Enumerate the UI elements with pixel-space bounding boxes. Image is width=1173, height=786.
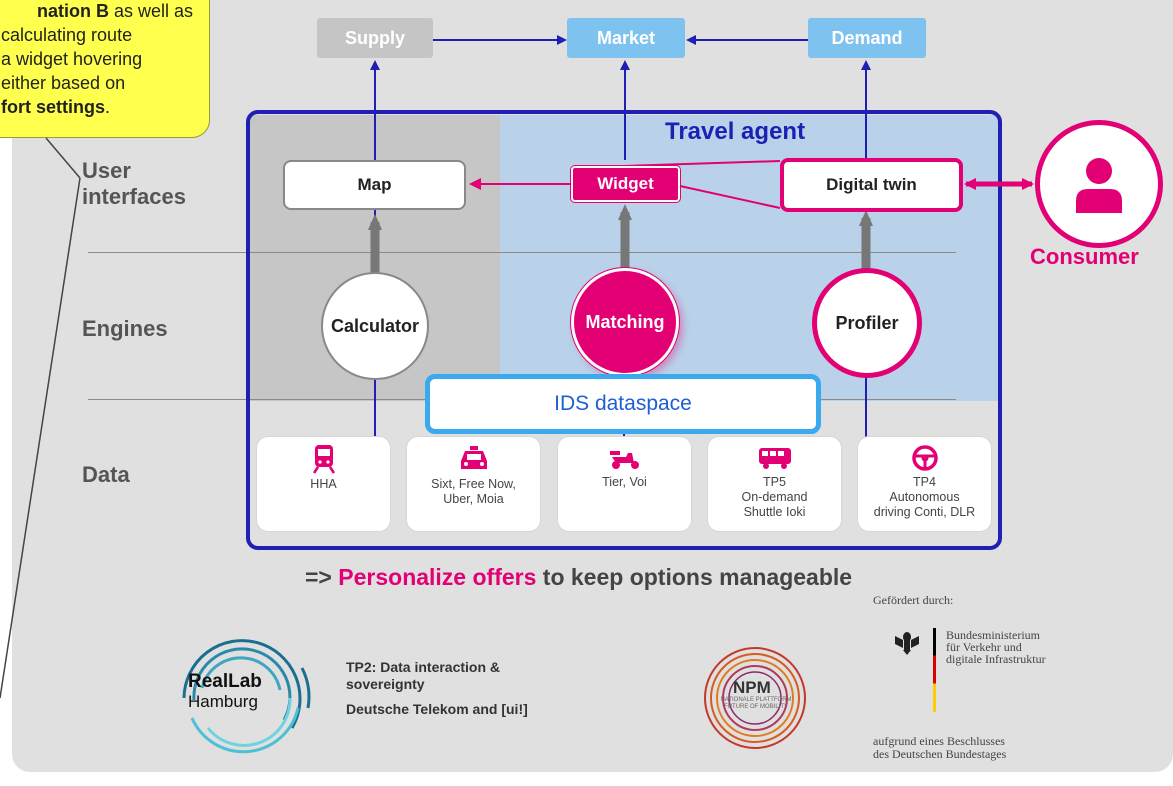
person-icon xyxy=(1076,158,1122,213)
reallab-hamburg-logo-rings xyxy=(182,639,311,754)
resolution-line-1: aufgrund eines Beschlusses xyxy=(873,734,1005,748)
data-card-label: Sixt, Free Now, xyxy=(431,477,516,491)
data-card-autonomous: TP4 Autonomous driving Conti, DLR xyxy=(857,436,992,532)
data-card-label: TP4 xyxy=(913,475,936,489)
data-card-label: Uber, Moia xyxy=(443,492,504,506)
scooter-icon xyxy=(609,451,639,469)
callout-text-1: as well as xyxy=(108,1,193,21)
steering-wheel-icon xyxy=(911,445,938,471)
row-label-user: User xyxy=(82,158,131,183)
market-label: Market xyxy=(596,27,656,48)
npm-subtitle: NATIONALE PLATTFORM FUTURE OF MOBILITY xyxy=(712,697,800,711)
tagline-arrow: => xyxy=(305,564,332,590)
tagline-rest: to keep options manageable xyxy=(536,564,853,590)
npm-sub-2: FUTURE OF MOBILITY xyxy=(723,704,788,710)
tp2-line-2: sovereignty xyxy=(346,676,425,692)
row-label-interfaces: interfaces xyxy=(82,184,186,209)
separator-ui-engines xyxy=(88,252,956,253)
demand-label: Demand xyxy=(831,27,903,48)
supply-box: Supply xyxy=(317,18,433,58)
federal-eagle-icon xyxy=(895,632,919,655)
reallab-logo-text: RealLab Hamburg xyxy=(188,672,262,712)
data-card-label: driving Conti, DLR xyxy=(873,505,976,519)
ids-dataspace-label: IDS dataspace xyxy=(554,392,692,415)
data-card-label: Shuttle Ioki xyxy=(743,505,806,519)
profiler-engine: Profiler xyxy=(812,268,922,378)
data-card-scooters: Tier, Voi xyxy=(557,436,692,532)
data-card-on-demand: TP5 On-demand Shuttle Ioki xyxy=(707,436,842,532)
data-card-hha: HHA xyxy=(256,436,391,532)
digital-twin-box: Digital twin xyxy=(780,158,963,212)
tp2-line-1: TP2: Data interaction & xyxy=(346,659,501,675)
callout-pointer xyxy=(45,137,81,179)
row-label-engines: Engines xyxy=(82,316,168,341)
ministry-text: Bundesministerium für Verkehr und digita… xyxy=(946,629,1046,665)
consumer-label: Consumer xyxy=(1030,244,1139,269)
callout-text-bold-5: fort settings xyxy=(1,97,106,117)
tram-icon xyxy=(312,445,335,474)
callout-text-5: . xyxy=(105,97,111,117)
supply-label: Supply xyxy=(344,27,405,48)
ministry-line-2: für Verkehr und xyxy=(946,640,1022,654)
matching-label: Matching xyxy=(585,311,665,332)
digital-twin-label: Digital twin xyxy=(826,175,917,194)
demand-box: Demand xyxy=(808,18,926,58)
callout-bubble: nation B as well as calculating route a … xyxy=(0,0,210,138)
data-card-label: On-demand xyxy=(741,490,808,504)
npm-logo-rings xyxy=(704,647,806,749)
data-card-label: HHA xyxy=(310,477,337,491)
profiler-label: Profiler xyxy=(835,312,899,333)
german-flag-stripe xyxy=(933,628,936,712)
callout-text-bold-1: nation B xyxy=(36,1,109,21)
tagline-highlight: Personalize offers xyxy=(338,564,537,590)
line-widget-twin-top xyxy=(623,160,781,167)
resolution-line-2: des Deutschen Bundestages xyxy=(873,747,1007,761)
project-info: TP2: Data interaction & sovereignty Deut… xyxy=(346,659,528,718)
ministry-line-1: Bundesministerium xyxy=(946,628,1040,642)
calculator-engine: Calculator xyxy=(321,272,429,380)
bus-icon xyxy=(758,448,791,469)
callout-pointer-long xyxy=(0,177,81,699)
ministry-line-3: digitale Infrastruktur xyxy=(946,652,1046,666)
callout-text-3: a widget hovering xyxy=(1,49,143,69)
consumer-circle xyxy=(1035,120,1163,248)
data-card-label: Tier, Voi xyxy=(602,475,647,489)
data-card-label: TP5 xyxy=(763,475,786,489)
data-card-label: Autonomous xyxy=(889,490,960,504)
matching-engine: Matching xyxy=(571,268,679,376)
funded-by-text: Gefördert durch: xyxy=(873,593,954,607)
map-box: Map xyxy=(283,160,466,210)
taxi-icon xyxy=(460,446,487,469)
widget-box: Widget xyxy=(571,166,680,202)
market-box: Market xyxy=(567,18,685,58)
travel-agent-title: Travel agent xyxy=(665,118,806,145)
callout-text-2: calculating route xyxy=(1,25,133,45)
resolution-text: aufgrund eines Beschlusses des Deutschen… xyxy=(873,735,1006,761)
data-card-ride-hailing: Sixt, Free Now, Uber, Moia xyxy=(406,436,541,532)
ids-dataspace-box: IDS dataspace xyxy=(425,374,821,434)
line-widget-twin-bottom xyxy=(679,185,781,209)
callout-text-4: either based on xyxy=(1,73,126,93)
reallab-line-1: RealLab xyxy=(188,671,262,692)
calculator-label: Calculator xyxy=(330,315,420,336)
map-label: Map xyxy=(357,175,392,194)
row-label-data: Data xyxy=(82,462,130,487)
tagline: => Personalize offers to keep options ma… xyxy=(305,564,852,591)
row-label-user-interfaces: User interfaces xyxy=(82,158,186,210)
widget-label: Widget xyxy=(597,174,654,193)
npm-sub-1: NATIONALE PLATTFORM xyxy=(720,697,792,703)
partners-text: Deutsche Telekom and [ui!] xyxy=(346,701,528,717)
reallab-line-2: Hamburg xyxy=(188,692,258,711)
npm-logo-text: NPM xyxy=(733,678,771,697)
